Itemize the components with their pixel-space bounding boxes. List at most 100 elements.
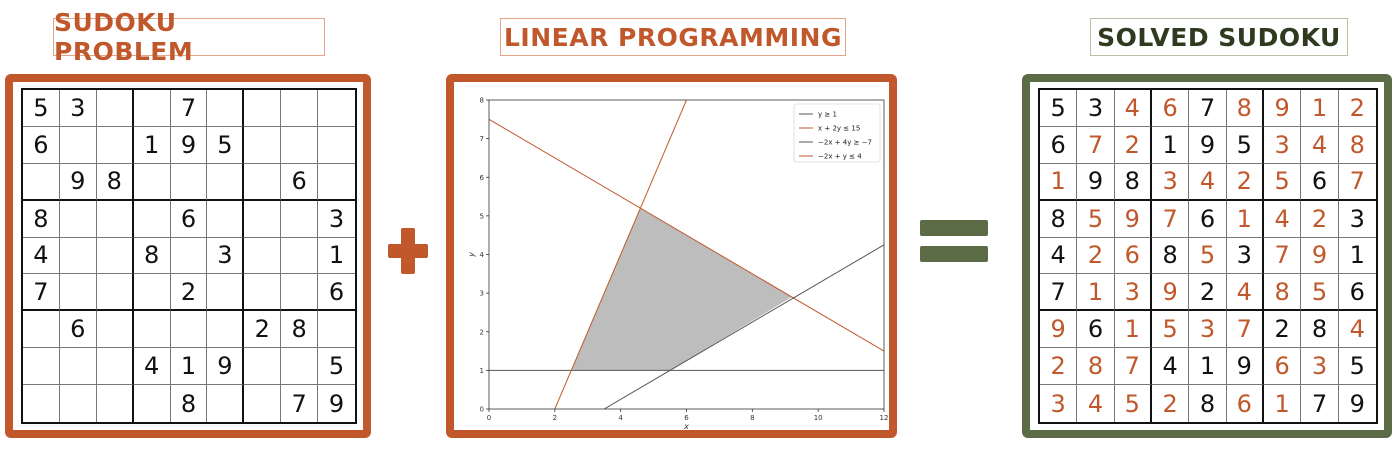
solution-cell: 5 (1226, 126, 1264, 164)
solution-cell: 4 (1151, 348, 1190, 386)
y-tick-label: 0 (480, 406, 484, 414)
problem-cell (207, 200, 245, 238)
solution-cell: 7 (1077, 126, 1115, 164)
solution-cell: 7 (1301, 385, 1339, 422)
solution-cell: 9 (1226, 348, 1264, 386)
problem-cell (23, 163, 60, 201)
solution-cell: 3 (1040, 385, 1078, 422)
solution-cell: 2 (1040, 348, 1078, 386)
solution-cell: 5 (1338, 348, 1376, 386)
solution-cell: 6 (1151, 90, 1190, 127)
solution-cell: 1 (1338, 238, 1376, 275)
solution-cell: 9 (1040, 311, 1078, 349)
solution-cell: 2 (1301, 200, 1339, 238)
problem-cell: 3 (207, 237, 245, 275)
solution-cell: 3 (1338, 201, 1376, 238)
x-tick-label: 0 (487, 414, 491, 422)
solution-cell: 1 (1077, 274, 1115, 312)
solution-cell: 1 (1189, 348, 1227, 386)
solution-cell: 3 (1151, 163, 1190, 201)
x-tick-label: 6 (684, 414, 689, 422)
solution-cell: 2 (1226, 163, 1264, 201)
problem-cell: 4 (23, 237, 60, 275)
problem-cell (133, 311, 171, 349)
solution-cell: 6 (1040, 126, 1078, 164)
solution-cell: 7 (1114, 348, 1152, 386)
solution-cell: 7 (1189, 90, 1227, 127)
solution-cell: 3 (1114, 274, 1152, 312)
problem-cell (59, 237, 97, 275)
solution-cell: 9 (1263, 90, 1302, 127)
problem-cell: 6 (281, 163, 319, 201)
problem-cell: 8 (133, 237, 171, 275)
problem-cell: 9 (328, 389, 345, 418)
problem-cell (133, 274, 171, 312)
x-tick-label: 2 (553, 414, 557, 422)
solution-cell: 8 (1114, 163, 1152, 201)
problem-cell (281, 274, 319, 312)
problem-cell (96, 237, 134, 275)
problem-cell (281, 237, 319, 275)
solution-cell: 2 (1263, 311, 1302, 349)
x-tick-label: 8 (750, 414, 754, 422)
solution-cell: 3 (1226, 237, 1264, 275)
solution-cell: 8 (1338, 127, 1376, 164)
solution-cell: 9 (1189, 126, 1227, 164)
feasible-region (571, 208, 792, 371)
problem-cell: 9 (59, 163, 97, 201)
problem-cell (281, 90, 319, 127)
solution-cell: 3 (1077, 90, 1115, 127)
problem-cell: 8 (281, 311, 319, 349)
problem-cell (60, 385, 97, 422)
solution-cell: 5 (1301, 274, 1339, 312)
solution-cell: 9 (1151, 274, 1190, 312)
problem-cell: 8 (96, 163, 134, 201)
solution-cell: 6 (1301, 163, 1339, 201)
legend-box (793, 103, 881, 163)
problem-cell (23, 385, 60, 422)
solution-cell: 9 (1077, 163, 1115, 201)
solution-cell: 8 (1077, 348, 1115, 386)
solution-cell: 4 (1338, 311, 1376, 349)
problem-cell (244, 274, 282, 312)
solution-cell: 1 (1040, 163, 1078, 201)
problem-cell (97, 385, 134, 422)
solution-cell: 1 (1114, 311, 1152, 349)
problem-cell (281, 348, 319, 386)
solution-cell: 1 (1301, 90, 1339, 127)
y-tick-label: 8 (480, 97, 484, 105)
problem-cell (318, 90, 355, 127)
problem-cell: 1 (170, 348, 208, 386)
solution-cell: 8 (1263, 274, 1302, 312)
problem-cell: 2 (244, 311, 282, 349)
constraint-line-3 (603, 244, 884, 409)
solution-cell: 9 (1114, 200, 1152, 238)
legend-entry: x + 2y ≤ 15 (818, 125, 860, 133)
problem-cell (170, 311, 208, 349)
problem-cell: 3 (318, 201, 355, 238)
problem-cell (207, 311, 245, 349)
solution-cell: 5 (1189, 237, 1227, 275)
title-linear-programming: LINEAR PROGRAMMING (500, 18, 846, 56)
problem-cell: 1 (133, 126, 171, 164)
solution-cell: 2 (1152, 385, 1190, 422)
legend-entry: y ≥ 1 (818, 111, 837, 119)
solution-cell: 5 (1263, 163, 1302, 201)
problem-cell (207, 90, 245, 127)
problem-cell (133, 163, 171, 201)
solution-cell: 5 (1077, 200, 1115, 238)
problem-cell (59, 126, 97, 164)
problem-cell (23, 311, 60, 349)
problem-cell (96, 348, 134, 386)
problem-cell (133, 200, 171, 238)
solution-cell: 6 (1338, 274, 1376, 312)
problem-cell (170, 237, 208, 275)
constraint-line-2 (489, 118, 884, 352)
solution-cell: 8 (1226, 90, 1264, 127)
solution-cell: 6 (1227, 385, 1264, 422)
